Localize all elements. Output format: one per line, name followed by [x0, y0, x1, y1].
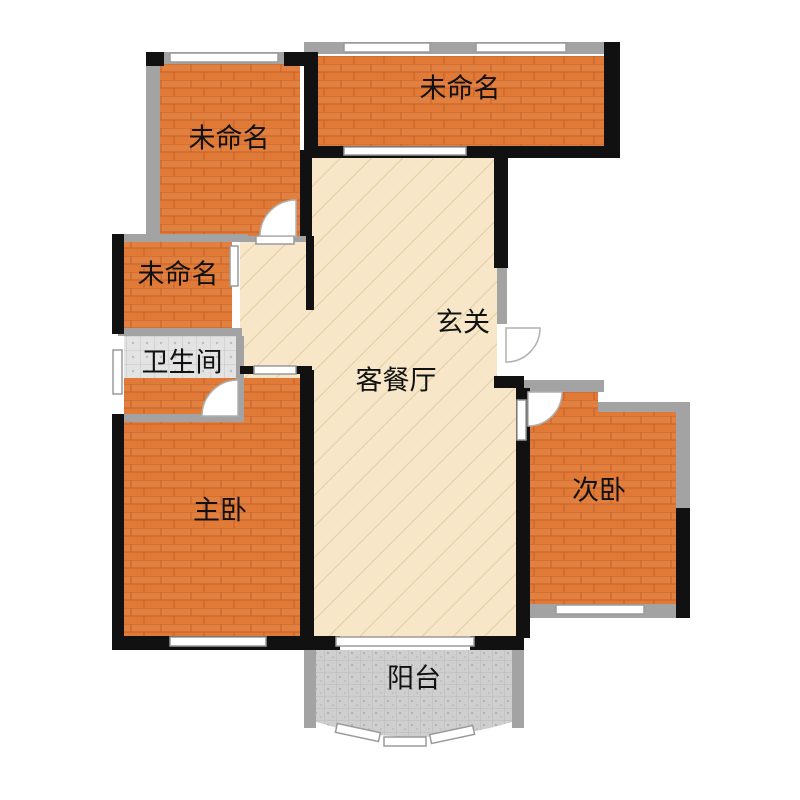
partition-bath-bottom: [118, 414, 244, 422]
label-foyer: 玄关: [436, 308, 490, 339]
window-balcony-2: [383, 736, 427, 747]
unnamed-top-floor: [318, 56, 604, 148]
wall-second-bed-right: [676, 508, 690, 618]
label-master-bedroom: 主卧: [193, 496, 247, 527]
window-upper-left-bottom: [255, 235, 295, 245]
window-master-bottom: [169, 636, 267, 647]
window-upper-left: [169, 52, 279, 63]
window-second-bed-left: [516, 399, 527, 441]
door-bathroom: [201, 379, 239, 417]
label-living-dining: 客餐厅: [356, 366, 437, 397]
wall-master-right: [300, 370, 314, 650]
window-master-top: [253, 365, 297, 375]
window-top-room-2: [475, 42, 567, 53]
wall-living-east-upper: [494, 150, 508, 268]
door-second-bedroom: [527, 391, 563, 427]
window-small-left: [229, 245, 239, 287]
partition-second-bed-top: [518, 380, 604, 392]
wall-top-room-left: [304, 52, 318, 158]
label-unnamed-small-left: 未命名: [138, 260, 219, 291]
window-second-bed-bottom: [555, 604, 645, 615]
partition-entry: [497, 268, 507, 324]
wall-living-bottom-left: [300, 636, 340, 650]
label-balcony: 阳台: [387, 664, 441, 695]
window-living-bottom: [335, 636, 475, 647]
window-bath-left: [112, 349, 123, 395]
wall-upper-left-right: [300, 150, 312, 236]
wall-living-east-lower: [494, 376, 524, 388]
partition-balcony-right: [512, 648, 524, 728]
label-layer: 未命名 未命名 未命名 卫生间 玄关 客餐厅 主卧 次卧 阳台: [138, 74, 627, 695]
wall-small-left-left: [112, 234, 124, 334]
wall-second-bed-left: [516, 388, 530, 638]
door-layer: [201, 199, 563, 427]
wall-master-left: [112, 414, 124, 648]
label-bathroom: 卫生间: [142, 348, 223, 379]
partition-second-bed-step: [598, 402, 690, 412]
window-layer: [112, 42, 645, 747]
wall-layer: [112, 42, 690, 650]
partition-balcony-left: [304, 648, 316, 728]
second-bedroom-floor: [528, 392, 676, 604]
partition-bath-top: [118, 328, 242, 336]
window-balcony-1: [334, 722, 382, 743]
door-upper-left-room: [259, 199, 297, 237]
label-second-bedroom: 次卧: [572, 476, 626, 507]
wall-top-mid-corner: [284, 52, 318, 66]
partition-top-left: [146, 52, 160, 240]
window-top-room-1: [343, 42, 431, 53]
wall-top-left-corner: [146, 52, 164, 66]
window-balcony-3: [428, 724, 476, 745]
unnamed-small-left-floor: [124, 242, 232, 330]
partition-bath-right: [236, 336, 244, 418]
label-unnamed-upper-left: 未命名: [189, 124, 270, 155]
balcony-floor: [316, 650, 512, 737]
partition-second-bed-right-top: [676, 402, 690, 508]
wall-corridor-stub: [306, 236, 314, 310]
wall-living-bottom-right: [470, 636, 524, 650]
partition-small-left-top: [118, 234, 248, 242]
window-top-room-bottom: [343, 146, 467, 156]
label-unnamed-top: 未命名: [420, 74, 501, 105]
wall-top-room-right: [604, 42, 620, 158]
door-entry: [505, 327, 541, 363]
